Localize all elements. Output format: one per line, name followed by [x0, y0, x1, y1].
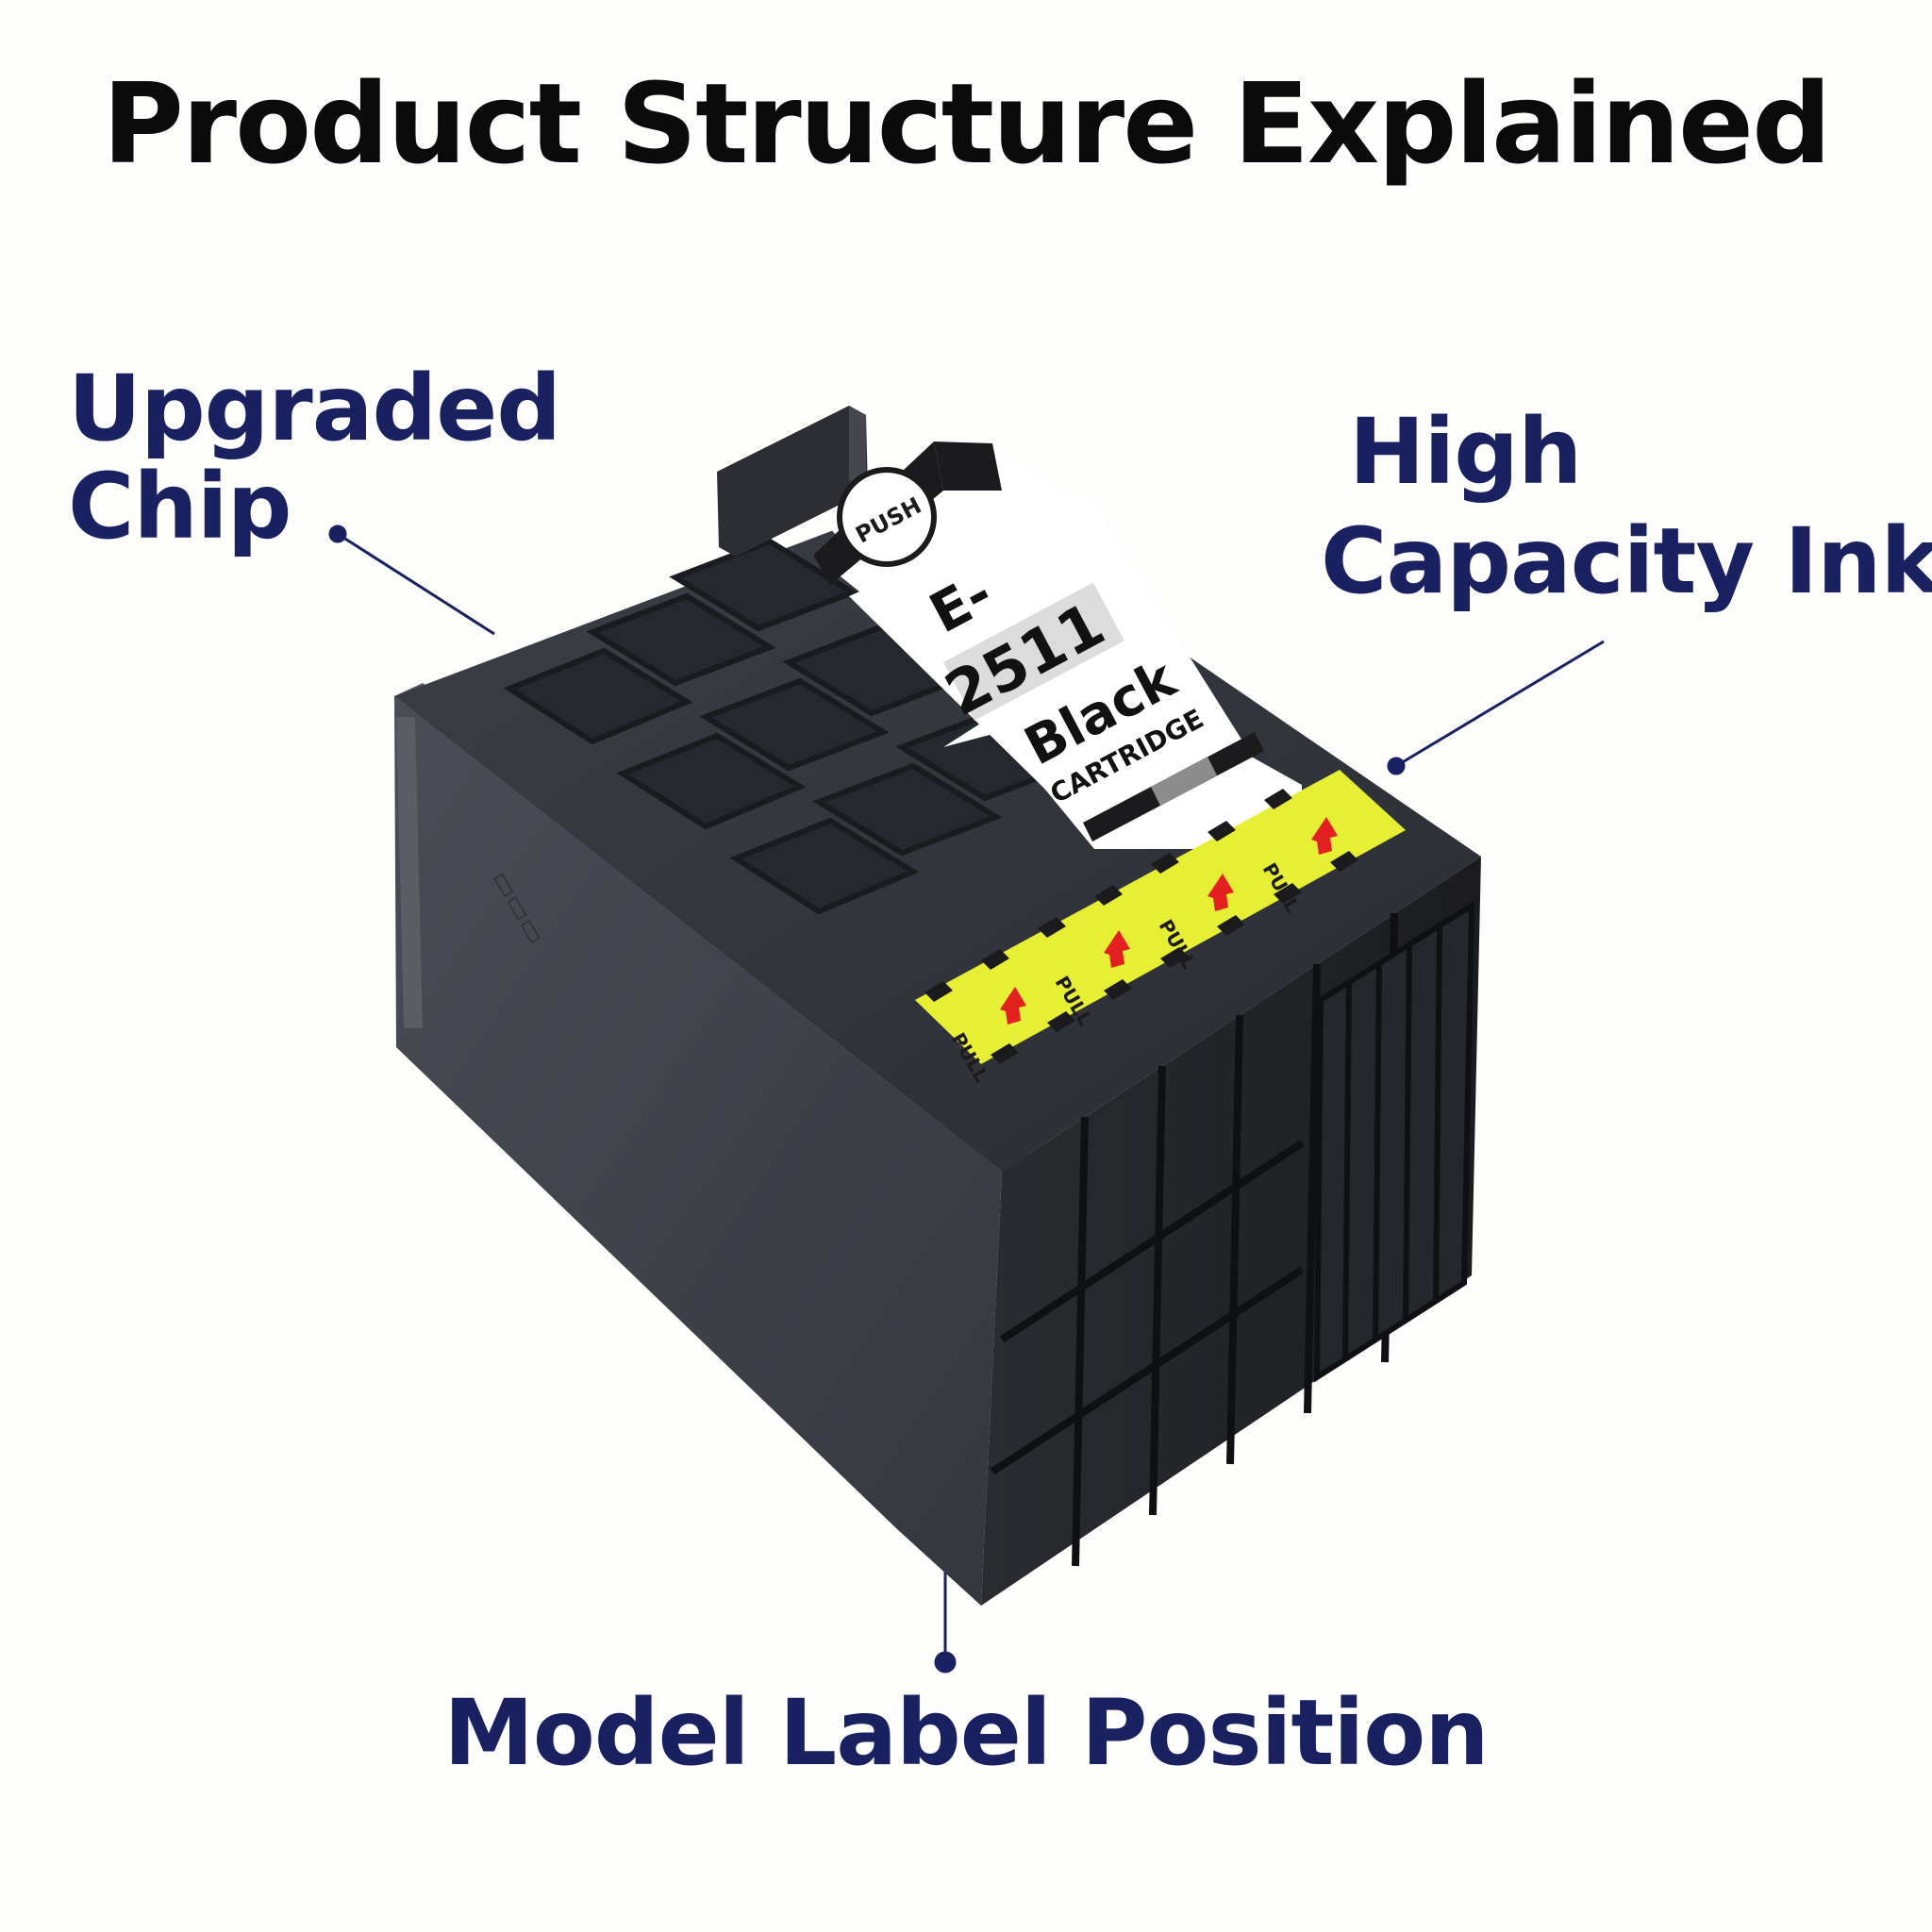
cartridge-side-face [394, 696, 1002, 1606]
page-title: Product Structure Explained [102, 58, 1831, 189]
push-badge [837, 467, 937, 567]
cartridge-tab [717, 406, 868, 557]
callout-chip-line2: Chip [68, 453, 291, 559]
high-capacity-callout-line1: High [1349, 399, 1582, 505]
yellow-pull-seal [915, 770, 1406, 1064]
high-capacity-callout-line2: Capacity Ink [1321, 508, 1932, 614]
top-grid [503, 538, 1086, 915]
seal-pull-arrows [1000, 817, 1338, 1024]
model-label-position-callout: Model Label Position [443, 1680, 1489, 1786]
seal-stripes [924, 789, 1358, 1064]
ink-leader-line [1395, 640, 1605, 768]
callout-chip-line1: Upgraded [68, 356, 561, 461]
upgraded-chip-callout: Upgraded Chip [68, 356, 561, 559]
chip-leader-line [337, 532, 495, 636]
